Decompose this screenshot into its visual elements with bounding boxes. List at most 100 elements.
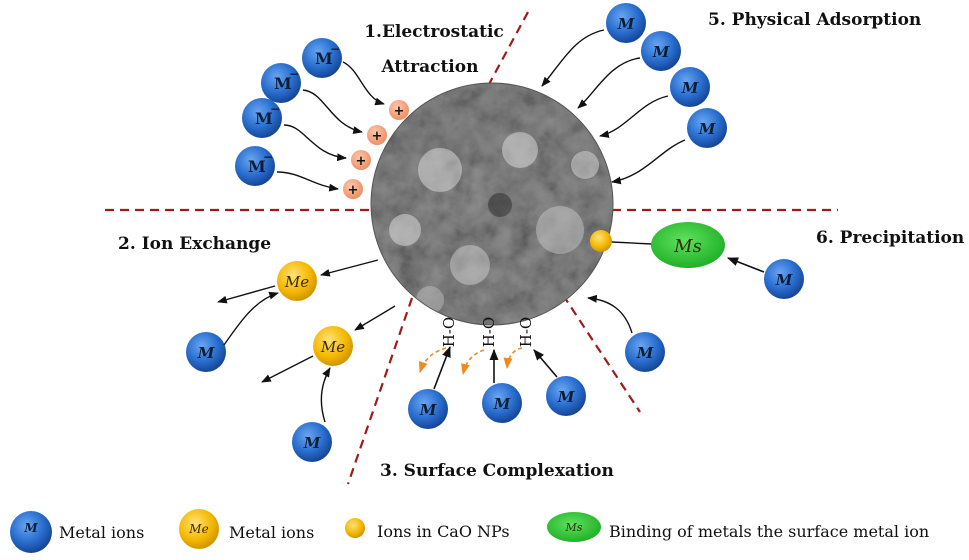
precipitate-symbol: Ms	[673, 236, 702, 257]
arrow	[599, 95, 669, 138]
label-electrostatic-line2: Attraction	[381, 57, 479, 77]
cao-nanoparticle-sem-image	[370, 82, 614, 326]
divider-bottom-left	[346, 297, 414, 485]
precipitate-swatch	[547, 512, 601, 542]
plus-sign: +	[356, 154, 367, 169]
exchanged-ion-swatch	[179, 509, 219, 549]
metal-ion-ball: M	[408, 389, 448, 429]
legend-binding: Ms Binding of metals the surface metal i…	[547, 512, 929, 542]
arrow	[217, 285, 276, 304]
arrow	[433, 345, 451, 390]
metal-ion-ball: M	[625, 332, 665, 372]
section-dividers	[105, 11, 838, 485]
arrow	[587, 294, 633, 334]
metal-ion-ball: M	[641, 31, 681, 71]
anion-charge: −	[270, 102, 280, 116]
arrow	[611, 139, 686, 185]
legend-label: Metal ions	[59, 523, 144, 542]
positive-site-4: +	[343, 179, 363, 199]
arrow	[726, 257, 765, 273]
cao-ion-swatch	[345, 518, 365, 538]
legend-label: Metal ions	[229, 523, 314, 542]
release-arrows	[418, 347, 523, 376]
exchanged-ion-ball: Me	[313, 326, 353, 366]
anion-ball-4: M −	[235, 146, 275, 186]
dashed-arrow	[461, 349, 485, 376]
anion-charge: −	[330, 42, 340, 56]
anion-ball-1: M −	[302, 38, 342, 78]
label-physical-adsorption: 5. Physical Adsorption	[708, 10, 921, 30]
bond-line	[611, 241, 653, 245]
anion-ball-2: M −	[261, 63, 301, 103]
divider-bottom-right	[562, 294, 641, 413]
legend-metal-ion: M Metal ions	[10, 511, 144, 553]
metal-ion-swatch	[10, 511, 52, 553]
label-ion-exchange: 2. Ion Exchange	[118, 234, 271, 254]
electrostatic-anion-group: M − M − M − M − + + + +	[235, 38, 409, 199]
arrow	[342, 61, 385, 106]
metal-ion-ball: M	[606, 3, 646, 43]
precipitate-ellipse: Ms	[651, 222, 725, 268]
complexation-arrows	[433, 345, 558, 390]
anion-charge: −	[263, 150, 273, 164]
cao-surface-ion	[590, 230, 612, 252]
ion-exchange-group: Me Me M M	[186, 259, 396, 462]
anion-symbol: M	[315, 49, 333, 68]
metal-symbol: M	[557, 388, 575, 406]
physical-adsorption-group: M M M M	[541, 3, 727, 185]
label-surface-complexation: 3. Surface Complexation	[380, 461, 614, 481]
plus-sign: +	[372, 129, 383, 144]
legend-exchanged-ion: Me Metal ions	[179, 509, 314, 549]
metal-symbol: M	[23, 521, 38, 535]
arrow	[354, 305, 396, 331]
arrow	[541, 29, 605, 87]
plus-sign: +	[394, 104, 405, 119]
exchanged-ion-ball: Me	[277, 261, 317, 301]
legend-cao-ion: Ions in CaO NPs	[345, 518, 510, 541]
metal-ion-ball: M	[546, 376, 586, 416]
metal-symbol: M	[681, 79, 699, 97]
arrow	[276, 171, 339, 192]
arrow	[283, 124, 347, 162]
metal-symbol: M	[197, 344, 215, 362]
arrow	[320, 367, 331, 423]
exchanged-symbol: Me	[188, 522, 208, 536]
anion-ball-3: M −	[242, 98, 282, 138]
metal-ion-ball: M	[764, 259, 804, 299]
legend-label: Binding of metals the surface metal ion	[609, 522, 929, 541]
positive-site-2: +	[367, 125, 387, 145]
metal-ion-ball: M	[482, 383, 522, 423]
positive-site-3: +	[351, 150, 371, 170]
surface-complexation-group: H-O H-O H-O M M M	[408, 317, 586, 429]
arrow	[302, 89, 363, 134]
arrow	[533, 349, 558, 378]
metal-symbol: M	[698, 120, 716, 138]
exchanged-symbol: Me	[284, 273, 309, 291]
metal-symbol: M	[493, 395, 511, 413]
metal-ion-ball: M	[186, 332, 226, 372]
arrow	[223, 291, 279, 346]
plus-sign: +	[348, 183, 359, 198]
metal-ion-ball: M	[687, 108, 727, 148]
hydroxyl-group: H-O	[440, 317, 458, 347]
precipitate-symbol: Ms	[565, 521, 583, 534]
label-electrostatic-line1: 1.Electrostatic	[364, 22, 504, 42]
metal-symbol: M	[419, 401, 437, 419]
exchanged-symbol: Me	[320, 338, 345, 356]
metal-symbol: M	[617, 15, 635, 33]
metal-symbol: M	[775, 271, 793, 289]
metal-ion-ball: M	[670, 67, 710, 107]
metal-symbol: M	[636, 344, 654, 362]
dashed-arrow	[503, 347, 523, 370]
anion-symbol: M	[274, 74, 292, 93]
anion-symbol: M	[255, 109, 273, 128]
attraction-arrows	[276, 61, 385, 192]
precipitation-group: Ms M M	[587, 222, 804, 372]
metal-symbol: M	[652, 43, 670, 61]
hydroxyl-group: H-O	[480, 317, 498, 347]
exchange-arrows	[217, 259, 396, 423]
hydroxyl-group: H-O	[517, 317, 535, 347]
metal-symbol: M	[303, 434, 321, 452]
adsorption-arrows	[541, 29, 686, 185]
